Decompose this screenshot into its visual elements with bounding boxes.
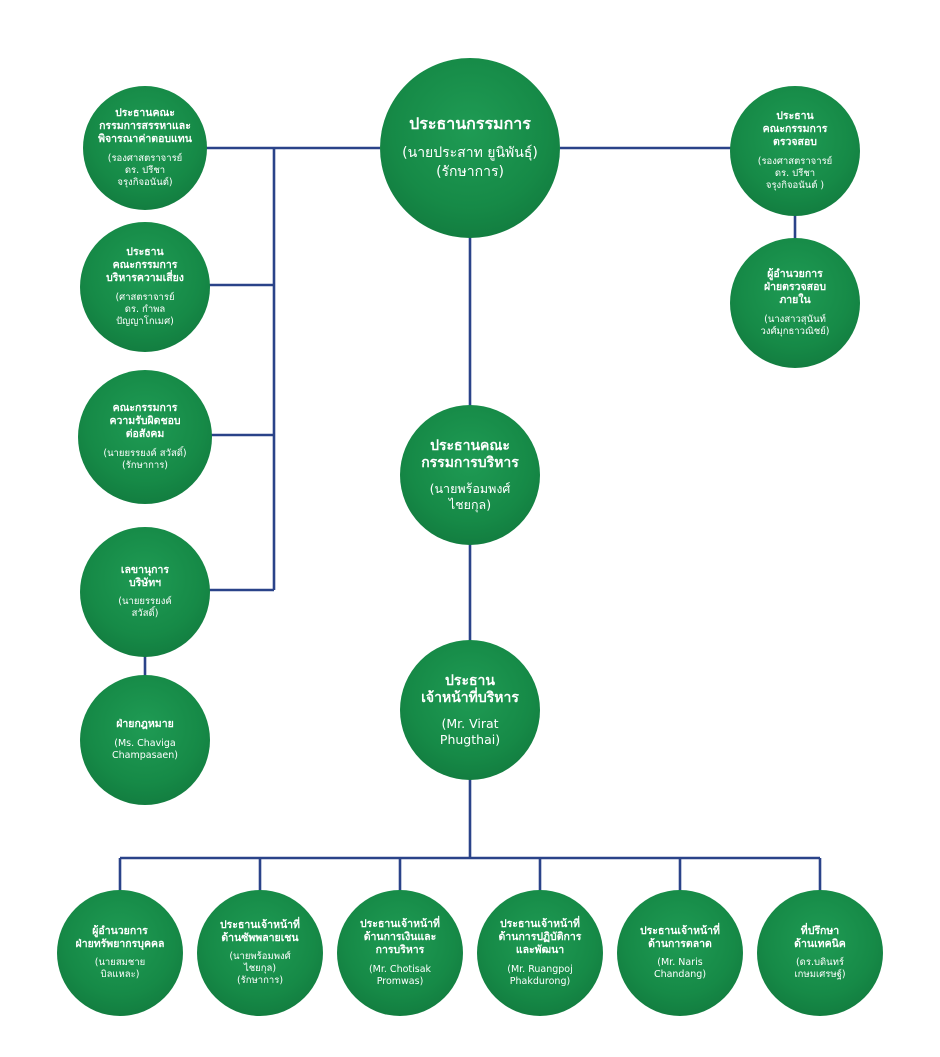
node-resources-sub: (นายพร้อมพงศ์ ไชยกุล) (รักษาการ) xyxy=(229,951,291,987)
node-technical: ที่ปรึกษา ด้านเทคนิค (ดร.บดินทร์ เกษมเศร… xyxy=(757,890,883,1016)
node-risk: ประธาน คณะกรรมการ บริหารความเสี่ยง (ศาสต… xyxy=(80,222,210,352)
node-audit-committee: ประธาน คณะกรรมการ ตรวจสอบ (รองศาสตราจารย… xyxy=(730,86,860,216)
node-csr-title: คณะกรรมการ ความรับผิดชอบ ต่อสังคม xyxy=(109,402,181,441)
node-legal-title: ฝ่ายกฎหมาย xyxy=(116,718,174,731)
node-marketing-title: ประธานเจ้าหน้าที่ ด้านการตลาด xyxy=(640,924,720,950)
node-internal-audit: ผู้อำนวยการ ฝ่ายตรวจสอบ ภายใน (นางสาวสุน… xyxy=(730,238,860,368)
node-operations: ประธานเจ้าหน้าที่ ด้านการปฏิบัติการ และพ… xyxy=(477,890,603,1016)
node-operations-title: ประธานเจ้าหน้าที่ ด้านการปฏิบัติการ และพ… xyxy=(498,918,582,957)
node-marketing: ประธานเจ้าหน้าที่ ด้านการตลาด (Mr. Naris… xyxy=(617,890,743,1016)
node-chairman-sub: (นายประสาท ยูนิพันธุ์) (รักษาการ) xyxy=(402,144,538,180)
node-internal-audit-title: ผู้อำนวยการ ฝ่ายตรวจสอบ ภายใน xyxy=(763,268,827,307)
node-finance-title: ประธานเจ้าหน้าที่ ด้านการเงินและ การบริห… xyxy=(360,918,440,957)
node-internal-audit-sub: (นางสาวสุนันท์ วงศ์มุกธาวณิชย์) xyxy=(760,313,830,337)
node-legal-sub: (Ms. Chaviga Champasaen) xyxy=(112,738,178,761)
node-legal: ฝ่ายกฎหมาย (Ms. Chaviga Champasaen) xyxy=(80,675,210,805)
node-risk-sub: (ศาสตราจารย์ ดร. กำพล ปัญญาโกเมศ) xyxy=(115,291,175,327)
node-hr-sub: (นายสมชาย บิลแหละ) xyxy=(94,957,146,981)
node-operations-sub: (Mr. Ruangpoj Phakdurong) xyxy=(507,963,573,987)
node-csr: คณะกรรมการ ความรับผิดชอบ ต่อสังคม (นายยร… xyxy=(78,370,212,504)
node-chairman-title: ประธานกรรมการ xyxy=(409,114,531,134)
node-executive-board: ประธานคณะ กรรมการบริหาร (นายพร้อมพงศ์ ไช… xyxy=(400,405,540,545)
node-secretary-title: เลขานุการ บริษัทฯ xyxy=(120,563,170,589)
node-technical-title: ที่ปรึกษา ด้านเทคนิค xyxy=(794,924,846,950)
node-executive-board-title: ประธานคณะ กรรมการบริหาร xyxy=(421,437,519,471)
node-chairman: ประธานกรรมการ (นายประสาท ยูนิพันธุ์) (รั… xyxy=(380,58,560,238)
node-ceo: ประธาน เจ้าหน้าที่บริหาร (Mr. Virat Phug… xyxy=(400,640,540,780)
node-secretary: เลขานุการ บริษัทฯ (นายยรรยงค์ สวัสดิ์) xyxy=(80,527,210,657)
node-nomination-title: ประธานคณะ กรรมการสรรหาและ พิจารณาค่าตอบแ… xyxy=(98,107,192,146)
node-secretary-sub: (นายยรรยงค์ สวัสดิ์) xyxy=(118,596,172,620)
node-nomination-sub: (รองศาสตราจารย์ ดร. ปรีชา จรุงกิจอนันต์) xyxy=(107,152,183,188)
node-hr: ผู้อำนวยการ ฝ่ายทรัพยากรบุคคล (นายสมชาย … xyxy=(57,890,183,1016)
node-resources-title: ประธานเจ้าหน้าที่ ด้านซัพพลายเชน xyxy=(220,918,300,944)
node-technical-sub: (ดร.บดินทร์ เกษมเศรษฐ์) xyxy=(794,957,846,981)
node-ceo-sub: (Mr. Virat Phugthai) xyxy=(439,715,501,747)
node-resources: ประธานเจ้าหน้าที่ ด้านซัพพลายเชน (นายพร้… xyxy=(197,890,323,1016)
node-risk-title: ประธาน คณะกรรมการ บริหารความเสี่ยง xyxy=(106,246,184,285)
node-hr-title: ผู้อำนวยการ ฝ่ายทรัพยากรบุคคล xyxy=(75,924,165,950)
node-audit-committee-sub: (รองศาสตราจารย์ ดร. ปรีชา จรุงกิจอนันต์ … xyxy=(757,155,833,191)
node-finance: ประธานเจ้าหน้าที่ ด้านการเงินและ การบริห… xyxy=(337,890,463,1016)
node-executive-board-sub: (นายพร้อมพงศ์ ไชยกุล) xyxy=(429,480,511,512)
node-ceo-title: ประธาน เจ้าหน้าที่บริหาร xyxy=(421,672,519,706)
node-csr-sub: (นายยรรยงค์ สวัสดิ์) (รักษาการ) xyxy=(103,447,187,471)
node-finance-sub: (Mr. Chotisak Promwas) xyxy=(368,963,432,987)
node-nomination: ประธานคณะ กรรมการสรรหาและ พิจารณาค่าตอบแ… xyxy=(83,86,207,210)
node-audit-committee-title: ประธาน คณะกรรมการ ตรวจสอบ xyxy=(762,110,828,149)
node-marketing-sub: (Mr. Naris Chandang) xyxy=(653,957,707,981)
